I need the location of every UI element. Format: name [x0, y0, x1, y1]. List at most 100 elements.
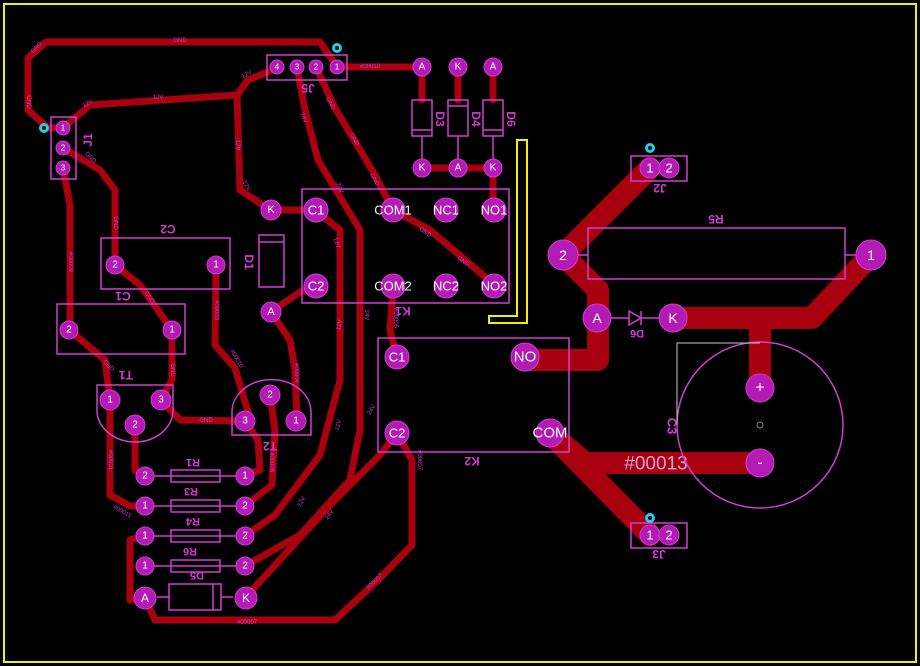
pad — [150, 389, 172, 411]
pad — [658, 303, 688, 333]
net-label-n10: #00010 — [360, 64, 381, 70]
pad-label: NC2 — [433, 279, 459, 294]
pad-label: 1 — [142, 531, 148, 542]
pad — [483, 57, 503, 77]
track-j1-c2 — [59, 144, 119, 269]
net-label-n7: #00007 — [416, 450, 422, 471]
component-outlines: J5 J1 C2 C1 T1 T2 D1 K1 K2 D3 D4 — [50, 54, 858, 611]
pad — [481, 197, 507, 223]
pad-label: 3 — [158, 395, 164, 406]
t2-outline — [231, 378, 312, 436]
net-label-24v: 24V — [367, 404, 378, 416]
pad — [329, 59, 345, 75]
pad — [260, 199, 282, 221]
d3-ref: D3 — [433, 111, 447, 127]
power-tracks — [514, 157, 882, 546]
pin1-marker-hole — [648, 516, 652, 520]
pad — [135, 556, 155, 576]
k2-outline — [377, 337, 570, 453]
pad — [448, 158, 468, 178]
pin1-marker-hole — [42, 126, 46, 130]
pad-label: 4 — [275, 63, 280, 72]
j3-ref: J3 — [652, 547, 666, 561]
pad — [99, 389, 121, 411]
net-label-n1: #00001 — [107, 450, 113, 471]
pad — [55, 120, 71, 136]
d7-ref: D1 — [242, 254, 256, 270]
net-label-n13: #00013 — [624, 454, 687, 475]
track-d8-k — [662, 244, 882, 329]
net-labels: GND GND GND 12V 12V 12V 12V 12V #00010 G… — [25, 38, 688, 626]
pad-label: COM1 — [374, 203, 412, 218]
pad — [412, 57, 432, 77]
pad-label: A — [490, 62, 497, 73]
j2-ref: J2 — [653, 181, 667, 195]
pad-label: A — [419, 62, 426, 73]
pads: 4 3 2 1 1 2 3 2 1 2 1 1 2 3 2 3 — [55, 57, 887, 610]
track-d5-a — [141, 429, 416, 624]
pad-label: NC1 — [433, 203, 459, 218]
track-j1-c1 — [59, 164, 74, 334]
pad-label: C2 — [308, 279, 325, 294]
pad — [433, 273, 459, 299]
r5-ref: R5 — [708, 212, 724, 226]
j1-outline — [50, 116, 77, 180]
pad-label: 1 — [335, 63, 340, 72]
pad-label: K — [490, 163, 497, 174]
pad-label: 2 — [665, 161, 672, 176]
pin1-marker-hole — [335, 46, 339, 50]
r6-ref: R6 — [183, 545, 197, 557]
pad-label: C1 — [308, 203, 325, 218]
r4-ref: R4 — [185, 515, 200, 527]
pad — [308, 59, 324, 75]
pad — [234, 586, 258, 610]
d8-symbol — [610, 309, 660, 327]
pad-label: 3 — [61, 164, 66, 173]
pad — [55, 160, 71, 176]
net-label-12v: 12V — [241, 70, 253, 81]
pad — [483, 158, 503, 178]
c3-ref: C3 — [665, 418, 680, 435]
pad-label: 2 — [242, 561, 248, 572]
pad-label: 2 — [66, 325, 72, 336]
pad — [285, 410, 307, 432]
net-label-gnd: GND — [199, 418, 213, 424]
track-t2-d7 — [267, 308, 301, 425]
pad-label: A — [267, 306, 275, 318]
track-r3-r — [241, 391, 279, 510]
track-r4-12v — [241, 206, 344, 540]
k2-ref: K2 — [464, 454, 480, 468]
pad-label: COM2 — [374, 279, 412, 294]
d4-ref: D4 — [469, 111, 483, 127]
pad — [135, 466, 155, 486]
pad — [259, 384, 281, 406]
net-label-n5: #00005 — [392, 308, 398, 329]
pad-label: C1 — [389, 350, 406, 365]
net-label-12v: 12V — [331, 237, 340, 249]
pad-label: 2 — [112, 260, 118, 271]
net-label-gnd: GND — [169, 363, 175, 377]
pad — [124, 414, 146, 436]
pad-label: K — [267, 204, 275, 216]
d7-outline — [258, 234, 285, 288]
pad-label: 1 — [242, 471, 248, 482]
c3-center — [756, 421, 764, 429]
pad — [105, 255, 125, 275]
pad-label: 1 — [142, 501, 148, 512]
track-j2-r5 — [552, 157, 661, 266]
r1-ref: R1 — [186, 456, 200, 468]
thin-tracks — [24, 38, 501, 624]
j5-ref: J5 — [301, 81, 315, 95]
net-label-n9: #00009 — [67, 252, 73, 273]
pad — [448, 57, 468, 77]
pad — [55, 140, 71, 156]
track-com-j3 — [539, 422, 661, 546]
pad-label: 1 — [142, 561, 148, 572]
track-c2-c1 — [111, 261, 176, 334]
c3-corner — [676, 342, 760, 425]
pad — [162, 320, 182, 340]
pad-label: COM — [533, 425, 568, 442]
pad — [303, 197, 329, 223]
pad-label: 3 — [242, 416, 248, 427]
